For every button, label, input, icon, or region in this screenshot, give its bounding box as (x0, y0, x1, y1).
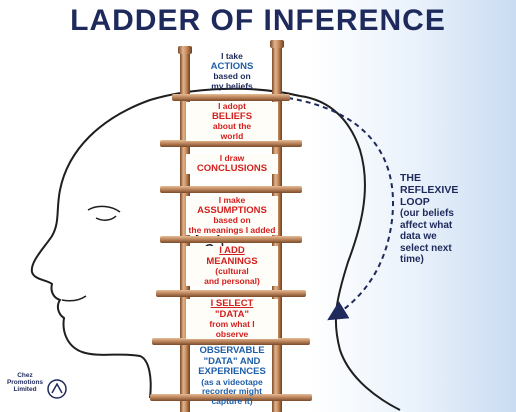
loop-line1: THE (400, 172, 421, 184)
rung-observable-line1: OBSERVABLE (199, 345, 265, 356)
rung-observable-line3: EXPERIENCES (198, 366, 266, 378)
loop-line7: select next (400, 242, 452, 254)
head-outline (30, 87, 301, 399)
publisher-logo: Chez Promotions Limited (2, 372, 48, 393)
logo-mark-icon (47, 379, 67, 399)
rung-select-line3: from what I (209, 319, 255, 330)
reflexive-loop-arrow (287, 97, 394, 321)
rung-beliefs-line3: about the (212, 121, 252, 132)
rung-meanings-line4: and personal) (204, 275, 260, 286)
logo-line1: Chez (17, 372, 33, 379)
rung-assumptions-keyword: ASSUMPTIONS (197, 204, 267, 216)
page-title: LADDER OF INFERENCE (70, 4, 446, 37)
rung-select-data: I SELECT "DATA" from what I observe (186, 298, 278, 340)
loop-line6: data we (400, 231, 437, 243)
rung-assumptions-line1: I make (218, 195, 246, 205)
loop-line8: time) (400, 254, 424, 266)
rung-beliefs: I adopt BELIEFS about the world (186, 101, 278, 142)
loop-line5: affect what (400, 219, 453, 231)
logo-line2: Promotions (6, 379, 44, 387)
rung-observable-data: OBSERVABLE "DATA" AND EXPERIENCES (as a … (180, 345, 284, 406)
rung-conclusions-line1: I draw (219, 153, 245, 163)
rung-meanings-line1: I ADD (219, 245, 245, 256)
rung-observable-line2: "DATA" AND (203, 355, 261, 367)
rung-meanings-line3: (cultural (215, 266, 249, 277)
reflexive-loop-label: THE REFLEXIVE LOOP (our beliefs affect w… (400, 172, 512, 266)
rung-observable-line4: (as a videotape (201, 376, 263, 387)
rung-assumptions: I make ASSUMPTIONS based on the meanings… (186, 195, 278, 236)
loop-line3: LOOP (400, 196, 430, 209)
rung-observable-line6: capture it) (211, 395, 253, 406)
rung-select-line4: observe (215, 328, 249, 339)
head-back (299, 95, 401, 411)
rung-beliefs-keyword: BELIEFS (211, 110, 253, 122)
rung-beliefs-line4: world (220, 130, 244, 141)
rung-meanings: I ADD MEANINGS (cultural and personal) (186, 245, 278, 287)
rung-actions-keyword: ACTIONS (210, 60, 254, 72)
rung-select-keyword: "DATA" (215, 308, 249, 320)
rung-conclusions-keyword: CONCLUSIONS (196, 162, 268, 174)
rung-select-line1: I SELECT (210, 298, 254, 309)
rung-actions-line4: my beliefs (211, 80, 253, 91)
ladder-left-rail (180, 52, 190, 412)
rung-observable-line5: recorder might (202, 386, 262, 397)
rung-assumptions-line4: the meanings I added (188, 224, 276, 235)
ladder-rungs (150, 94, 312, 401)
rung-actions-line1: I take (221, 51, 243, 61)
rung-meanings-keyword: MEANINGS (206, 255, 258, 267)
rung-actions-line3: based on (213, 71, 251, 82)
rung-beliefs-line1: I adopt (218, 101, 246, 111)
rung-assumptions-line3: based on (213, 215, 251, 226)
loop-line4: (our beliefs (400, 208, 454, 220)
rung-actions: I take ACTIONS based on my beliefs (186, 51, 278, 91)
rung-conclusions: I draw CONCLUSIONS (186, 153, 278, 175)
loop-line2: REFLEXIVE (400, 184, 459, 197)
logo-line3: Limited (13, 386, 37, 394)
